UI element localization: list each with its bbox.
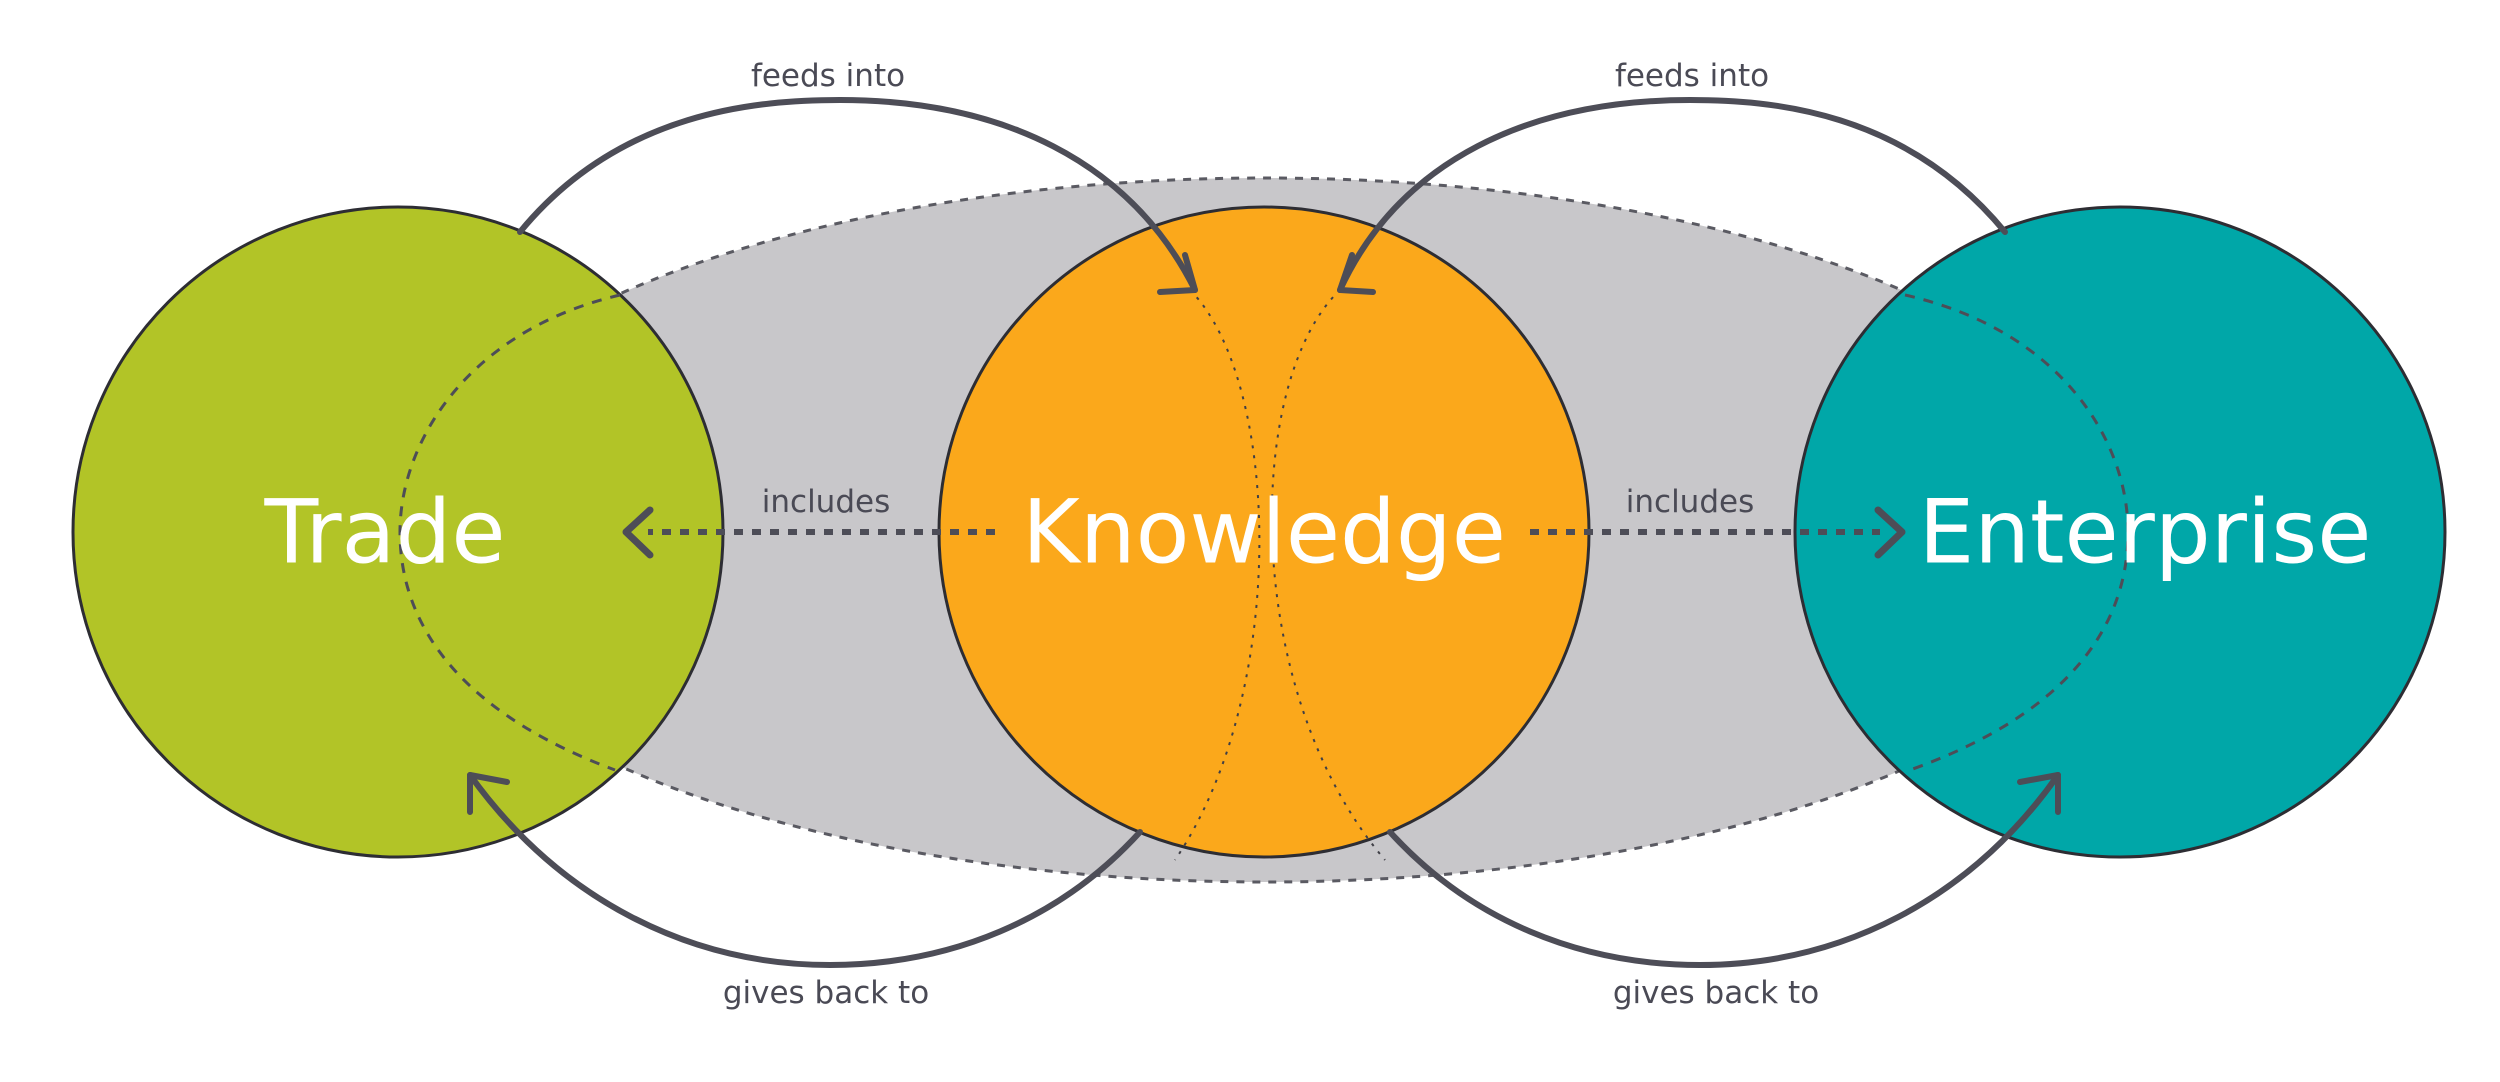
trade-label: Trade: [264, 481, 506, 584]
knowledge-inner-arc-right: [1270, 289, 1386, 861]
arrowhead-feeds-left: [1157, 252, 1198, 295]
enterprise-label: Enterprise: [1919, 481, 2372, 584]
arrowhead-feeds-right: [1337, 252, 1376, 295]
includes-arrowhead-left: [622, 506, 654, 559]
arrowhead-gives-right: [2017, 772, 2061, 815]
gives-back-loop-left: [467, 772, 1143, 968]
includes-label-right: includes: [1626, 484, 1754, 520]
knowledge-inner-arc-left: [1174, 289, 1261, 861]
gives-back-loop-right: [1387, 772, 2061, 968]
enterprise-circle: [1793, 205, 2447, 859]
feeds-into-label-left: feeds into: [751, 58, 905, 94]
includes-label-left: includes: [762, 484, 890, 520]
includes-arrowhead-right: [1874, 506, 1906, 559]
gives-back-label-right: gives back to: [1613, 975, 1819, 1011]
gives-back-label-left: gives back to: [723, 975, 929, 1011]
knowledge-label: Knowledge: [1022, 481, 1506, 584]
ellipse-edge-in-trade: [398, 293, 621, 772]
arrowhead-gives-left: [467, 772, 510, 815]
feeds-into-loop-left: [517, 97, 1198, 293]
feeds-into-label-right: feeds into: [1615, 58, 1769, 94]
ellipse-edge-in-enterprise: [1904, 293, 2130, 772]
feeds-into-loop-right: [1337, 97, 2008, 293]
